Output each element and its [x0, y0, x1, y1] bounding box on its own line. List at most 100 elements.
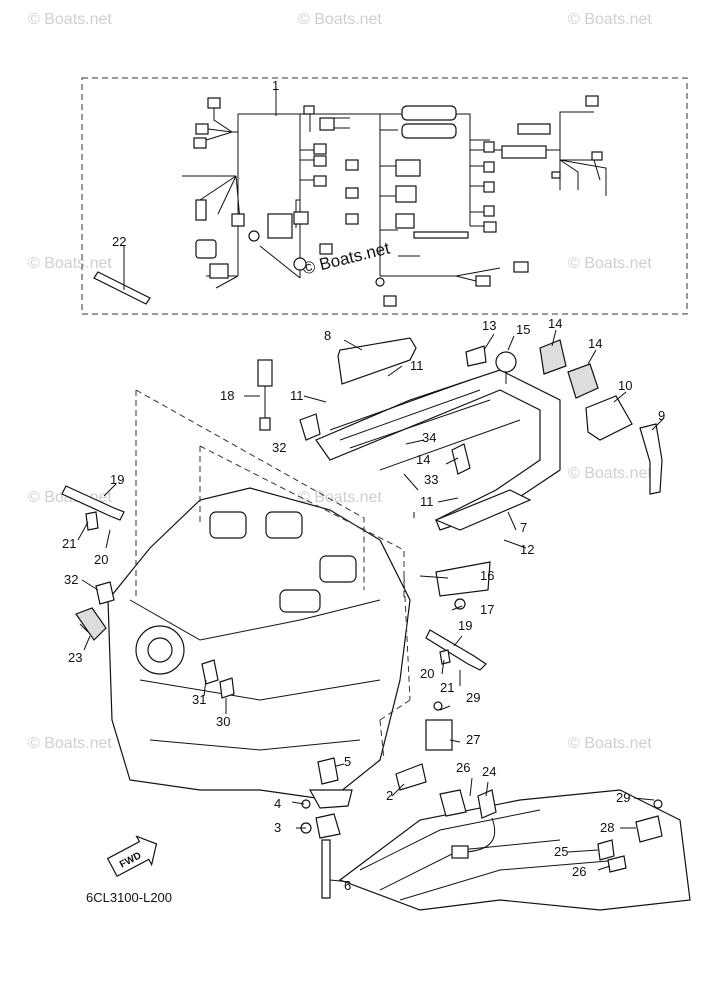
- bolt-part: [653, 799, 663, 809]
- callout-label-18: 18: [220, 388, 234, 403]
- engine-block: [107, 487, 411, 801]
- harness-connector: [591, 151, 603, 161]
- callout-label-1: 1: [272, 78, 279, 93]
- bracket-assembly: [315, 369, 561, 531]
- callout-label-25: 25: [554, 844, 568, 859]
- harness-connector: [475, 275, 491, 287]
- callout-label-21: 21: [62, 536, 76, 551]
- harness-connector: [483, 221, 497, 233]
- watermark-text: © Boats.net: [28, 255, 112, 272]
- harness-connector: [345, 213, 359, 225]
- callout-label-31: 31: [192, 692, 206, 707]
- callout-label-19: 19: [458, 618, 472, 633]
- grommet-part: [607, 855, 627, 873]
- sensor-part: [539, 339, 567, 375]
- callout-label-5: 5: [344, 754, 351, 769]
- cover-plate-9: [639, 423, 663, 495]
- callout-label-8: 8: [324, 328, 331, 343]
- sensor-tip: [259, 417, 271, 431]
- wire-harness: [182, 95, 607, 307]
- callout-label-3: 3: [274, 820, 281, 835]
- callout-label-29: 29: [466, 690, 480, 705]
- harness-connector: [483, 141, 495, 153]
- callout-label-11: 11: [290, 388, 304, 403]
- harness-connector: [395, 159, 421, 177]
- callout-label-13: 13: [482, 318, 496, 333]
- callout-label-26: 26: [456, 760, 470, 775]
- harness-grommet: [293, 257, 307, 271]
- harness-connector: [313, 155, 327, 167]
- harness-grommet: [375, 277, 385, 287]
- harness-connector: [501, 145, 547, 159]
- callout-label-30: 30: [216, 714, 230, 729]
- bracket-part: [425, 719, 453, 751]
- sensor-part: [477, 789, 497, 819]
- harness-connector: [195, 239, 217, 259]
- drawing-code: 6CL3100-L200: [86, 890, 172, 905]
- callout-label-22: 22: [112, 234, 126, 249]
- harness-connector: [413, 231, 469, 239]
- watermark-text: © Boats.net: [28, 735, 112, 752]
- harness-connector: [209, 263, 229, 279]
- harness-connector: [483, 205, 495, 217]
- callout-label-27: 27: [466, 732, 480, 747]
- callout-label-21: 21: [440, 680, 454, 695]
- callout-label-2: 2: [386, 788, 393, 803]
- harness-connector: [383, 295, 397, 307]
- bracket-part: [308, 789, 353, 809]
- leader-lines: [77, 90, 665, 883]
- plate-part: [435, 561, 491, 597]
- harness-connector: [483, 181, 495, 193]
- callout-label-29: 29: [616, 790, 630, 805]
- cover-plate-10: [585, 395, 633, 441]
- harness-connector: [513, 261, 529, 273]
- callout-label-7: 7: [520, 520, 527, 535]
- callout-label-11: 11: [410, 358, 424, 373]
- harness-connector: [345, 187, 359, 199]
- callout-label-14: 14: [548, 316, 562, 331]
- callout-label-32: 32: [272, 440, 286, 455]
- callout-label-14: 14: [416, 452, 430, 467]
- callout-label-10: 10: [618, 378, 632, 393]
- harness-connector: [319, 243, 333, 255]
- harness-connector: [395, 185, 417, 203]
- sensor-probe: [61, 485, 125, 521]
- screw-part: [439, 649, 451, 665]
- clip-part: [317, 757, 339, 785]
- cable-tie-part: [93, 271, 151, 305]
- callout-label-26: 26: [572, 864, 586, 879]
- watermark-text: © Boats.net: [568, 735, 652, 752]
- bolt-part: [433, 701, 443, 711]
- harness-connector: [483, 161, 495, 173]
- sensor-part: [219, 677, 235, 699]
- callout-label-15: 15: [516, 322, 530, 337]
- callout-label-17: 17: [480, 602, 494, 617]
- bracket-part: [439, 789, 467, 817]
- watermark-text: © Boats.net: [298, 11, 382, 28]
- sensor-part: [201, 659, 219, 685]
- harness-connector-large: [401, 105, 457, 121]
- harness-connector: [585, 95, 599, 107]
- callout-label-9: 9: [658, 408, 665, 423]
- watermark-text: © Boats.net: [298, 489, 382, 506]
- callout-label-24: 24: [482, 764, 496, 779]
- callout-label-4: 4: [274, 796, 281, 811]
- grommet-part: [597, 839, 615, 861]
- harness-connector: [313, 143, 327, 155]
- bracket-part: [315, 813, 341, 839]
- clip-part: [299, 413, 321, 441]
- watermark-text-dark: © Boats.net: [301, 238, 392, 278]
- callout-label-19: 19: [110, 472, 124, 487]
- clamp-part: [451, 443, 471, 475]
- harness-connector: [195, 199, 207, 221]
- harness-group-box: [81, 77, 688, 315]
- harness-grommet: [248, 230, 260, 242]
- sensor-part: [567, 363, 599, 399]
- harness-connector: [319, 117, 335, 131]
- screw-part: [85, 511, 99, 531]
- callout-label-14: 14: [588, 336, 602, 351]
- callout-label-12: 12: [520, 542, 534, 557]
- callout-label-32: 32: [64, 572, 78, 587]
- harness-connector: [303, 105, 315, 115]
